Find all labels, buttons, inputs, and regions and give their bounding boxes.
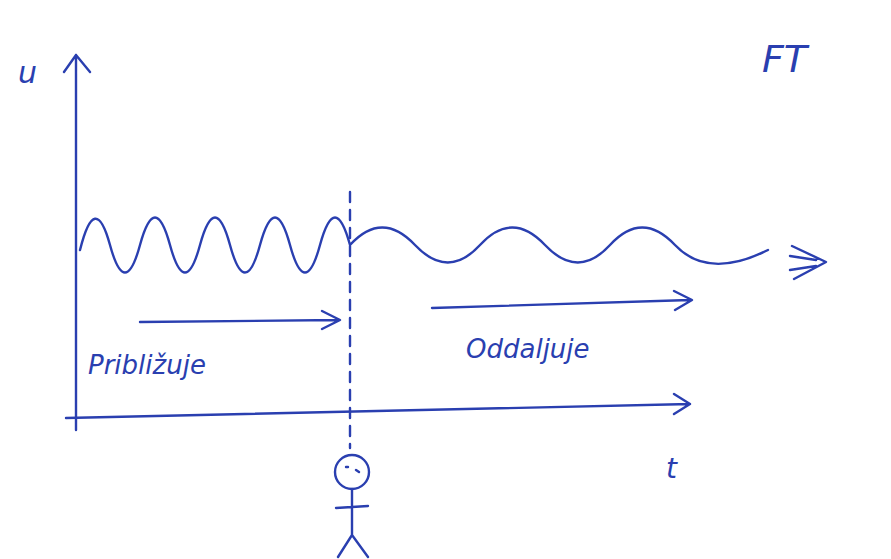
axis-label: u xyxy=(18,58,37,88)
t-axis xyxy=(66,394,690,418)
observer-body xyxy=(336,467,368,557)
u-axis xyxy=(64,55,90,430)
axis-label: t xyxy=(666,455,677,483)
phase-label: Oddaljuje xyxy=(466,336,590,362)
approach-arrow xyxy=(140,311,340,329)
phase-label: Približuje xyxy=(88,352,206,378)
observer-head xyxy=(335,455,369,489)
observer-line xyxy=(349,192,351,448)
method-label: FT xyxy=(762,40,807,78)
recede-arrow xyxy=(432,291,692,310)
implies-arrow xyxy=(790,246,826,279)
wave xyxy=(80,218,768,273)
